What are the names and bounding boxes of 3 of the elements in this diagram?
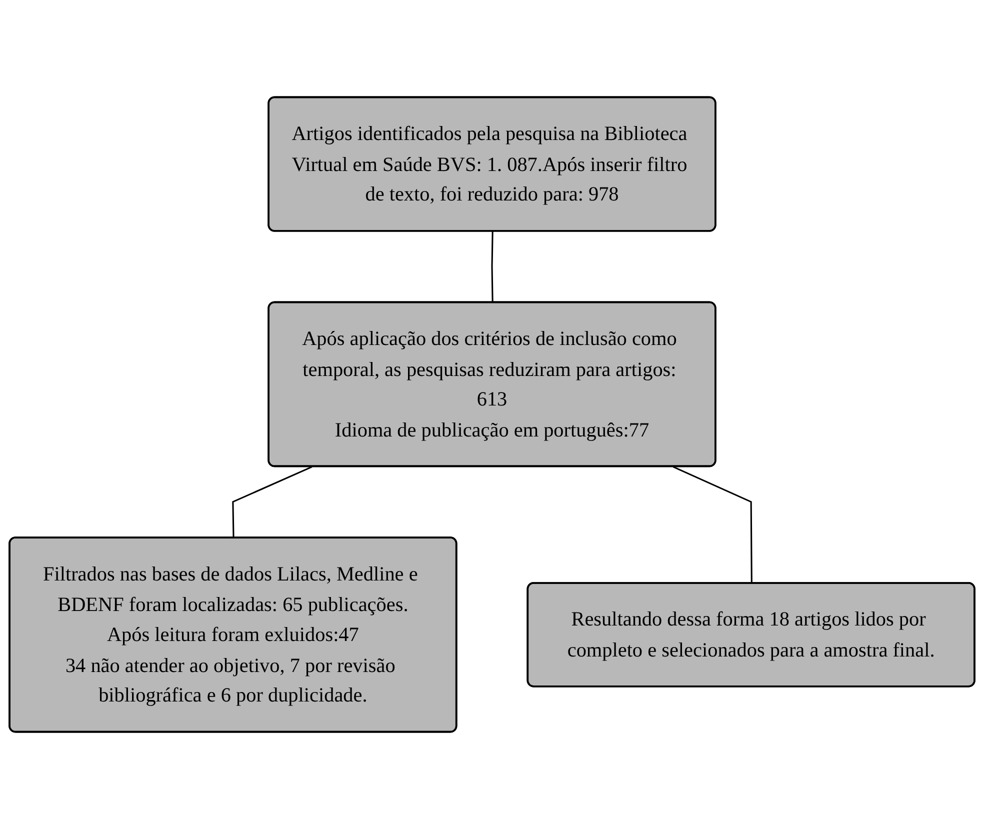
connector (232, 466, 312, 538)
connector (491, 231, 494, 303)
connector (672, 466, 752, 584)
